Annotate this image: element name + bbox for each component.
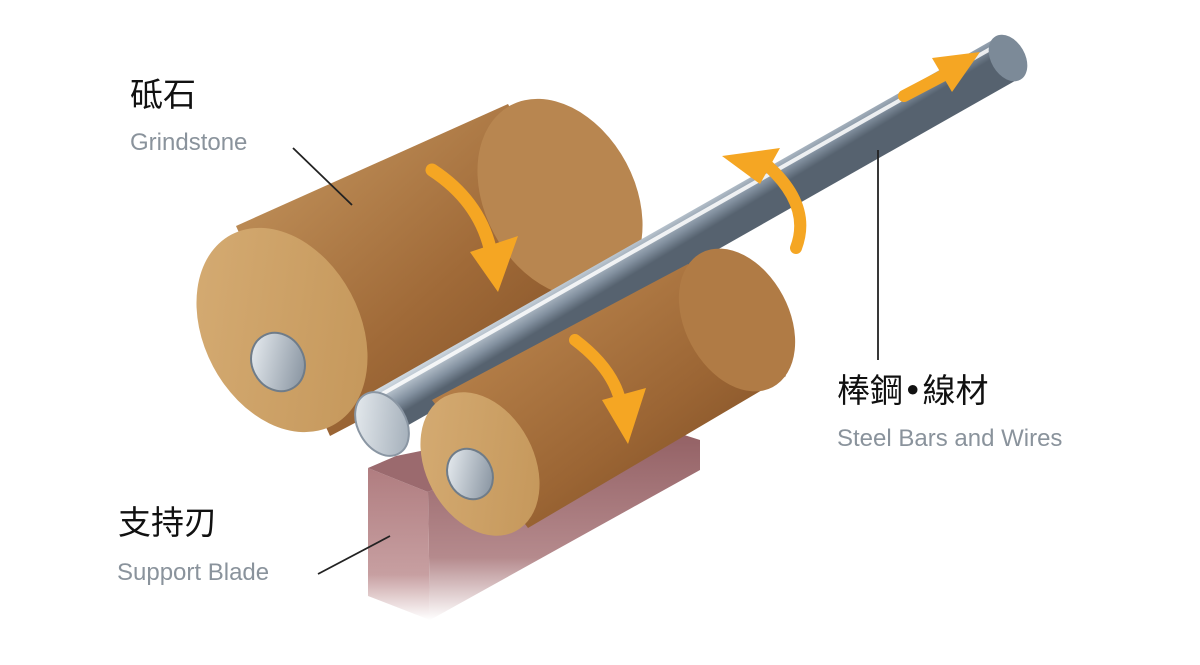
arrow-head-icon bbox=[470, 236, 518, 292]
steel-bar-highlight bbox=[360, 42, 1000, 408]
grindstone-large bbox=[196, 98, 643, 436]
grindstone-large-back bbox=[477, 98, 643, 298]
grindstone-small-hub bbox=[446, 447, 494, 501]
steel-bars-label-jp: 棒鋼•線材 bbox=[837, 371, 989, 410]
arrow-head-icon bbox=[722, 148, 780, 184]
steel-bars-label-en: Steel Bars and Wires bbox=[837, 425, 1063, 452]
support-blade-label-jp: 支持刃 bbox=[118, 503, 217, 542]
steel-bar-body bbox=[358, 38, 1020, 440]
steel-bar-feed-arrow bbox=[898, 68, 952, 102]
grindstone-large-hub bbox=[250, 331, 306, 393]
steel-bar-near-end bbox=[354, 391, 410, 457]
grindstone-label-en: Grindstone bbox=[130, 129, 248, 156]
grindstone-small-back bbox=[678, 248, 796, 392]
arrow-head-icon bbox=[602, 388, 646, 444]
leader-lines bbox=[292, 147, 879, 575]
grindstone-large-rotation-arrow bbox=[425, 163, 497, 255]
grindstone-large-face bbox=[196, 227, 368, 433]
motion-arrows bbox=[425, 52, 980, 444]
leader-line-support-blade bbox=[317, 535, 391, 575]
grindstone-small bbox=[420, 248, 796, 536]
arrow-head-icon bbox=[932, 52, 980, 92]
steel-bar bbox=[354, 34, 1028, 457]
support-blade-label-en: Support Blade bbox=[117, 559, 270, 586]
grindstone-small-rotation-arrow bbox=[569, 334, 626, 406]
grindstone-label-jp: 砥石 bbox=[130, 75, 196, 114]
steel-bar-far-end bbox=[988, 34, 1028, 82]
steel-bar-rotation-arrow bbox=[762, 160, 807, 254]
leader-line-grindstone bbox=[292, 147, 353, 206]
support-blade-front bbox=[368, 468, 430, 620]
